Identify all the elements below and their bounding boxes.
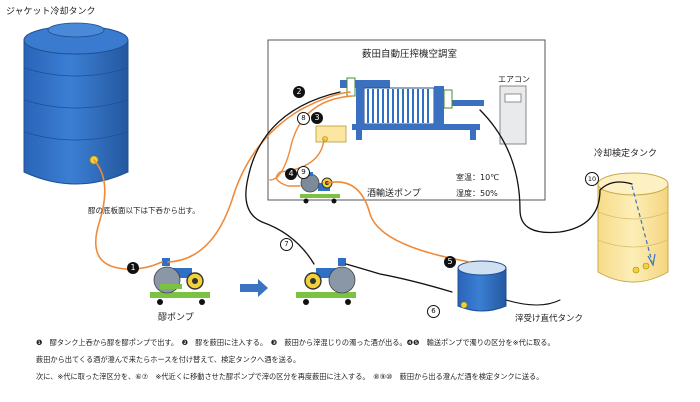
cooling-tank-label: 冷却検定タンク: [594, 149, 658, 159]
moromi-pump-1: [150, 258, 210, 305]
move-arrow: [240, 279, 268, 297]
hose-receiver-out: [505, 299, 561, 306]
caption-line-1: ❶ 醪タンク上呑から醪を醪ポンプで出す。 ❷ 醪を薮田に注入する。 ❸ 薮田から…: [36, 338, 555, 347]
hose-receiver-to-pump2: [345, 263, 453, 293]
marker-1: 1: [127, 262, 139, 274]
marker-7: 7: [280, 238, 293, 251]
caption-line-2: 薮田から出てくる酒が澄んで来たらホースを付け替えて、検定タンクへ酒を送る。: [36, 355, 301, 364]
receiving-tank: [457, 260, 507, 312]
marker-10: 10: [585, 172, 599, 186]
collector-box: [315, 125, 347, 143]
moromi-pump-2: [296, 258, 356, 305]
room-temp-label: 室温：10℃: [456, 173, 500, 182]
hose-press-to-cooling: [479, 109, 633, 234]
room-title: 薮田自動圧搾機空調室: [362, 49, 458, 60]
aircon-label: エアコン: [498, 75, 530, 84]
marker-6: 6: [427, 305, 440, 318]
humidity-label: 湿度：50%: [456, 189, 498, 198]
press-machine: [340, 77, 484, 140]
marker-8: 8: [297, 112, 310, 125]
caption-line-3: 次に、※代に取った滓区分を、⑥⑦ ※代近くに移動させた醪ポンプで滓の区分を再度薮…: [36, 372, 544, 381]
receiving-tank-label: 滓受け直代タンク: [515, 314, 584, 324]
hose-press-to-collector: [269, 95, 353, 181]
jacket-cooling-tank: [23, 22, 129, 185]
bottom-note: 醪の底板面以下は下呑から出す。: [88, 206, 200, 215]
marker-3: 3: [311, 112, 323, 124]
marker-4: 4: [285, 168, 297, 180]
marker-2: 2: [293, 86, 305, 98]
marker-5: 5: [444, 256, 456, 268]
moromi-pump-label: 醪ポンプ: [158, 313, 194, 323]
hose-sakepump-to-receiver: [326, 181, 471, 263]
hose-pump1-to-press: [167, 91, 351, 263]
hose-pump2-to-press: [245, 91, 341, 265]
hose-collector-to-sakepump: [275, 139, 325, 187]
air-conditioner: [499, 85, 527, 145]
sake-pump-label: 酒輸送ポンプ: [367, 189, 421, 199]
cooling-test-tank: [597, 172, 669, 283]
jacket-tank-label: ジャケット冷却タンク: [6, 7, 96, 17]
marker-9: 9: [297, 166, 310, 179]
